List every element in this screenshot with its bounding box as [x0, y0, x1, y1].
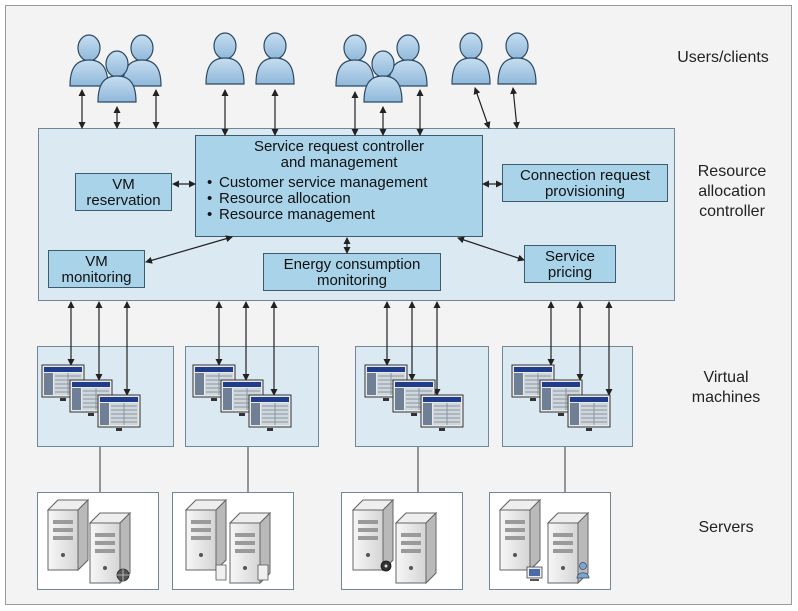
person-icon — [576, 562, 590, 579]
user-icon — [497, 32, 537, 85]
connection-request-box: Connection request provisioning — [502, 164, 668, 202]
user-icon — [205, 32, 245, 85]
bullet-customer-service-management: Customer service management — [207, 175, 482, 192]
globe-icon — [116, 568, 130, 582]
bullet-resource-management: Resource management — [207, 207, 482, 224]
resource-allocation-controller-label: Resource allocation controller — [684, 162, 780, 222]
service-request-bullets: Customer service management Resource all… — [207, 175, 482, 224]
server-tower-icon — [499, 499, 541, 571]
vm-monitor-icon — [420, 394, 464, 432]
energy-consumption-box: Energy consumption monitoring — [263, 253, 441, 291]
vm-monitoring-line-2: monitoring — [61, 269, 132, 286]
servers-label: Servers — [698, 519, 754, 536]
connection-request-line-2: provisioning — [544, 183, 626, 200]
user-arrows — [78, 87, 520, 136]
users-clients-label: Users/clients — [677, 49, 769, 66]
controller-label-line-3: controller — [699, 203, 765, 220]
user-icon — [335, 34, 375, 87]
server-tower-icon — [352, 499, 394, 571]
document-icon — [215, 564, 227, 581]
vm-reservation-line-1: VM — [112, 176, 135, 193]
vm-server-connectors — [99, 447, 566, 492]
vms-label-line-2: machines — [691, 389, 761, 406]
vm-monitoring-box: VM monitoring — [48, 250, 145, 288]
server-tower-icon — [395, 512, 437, 584]
user-icon — [122, 34, 162, 87]
server-tower-icon — [47, 499, 89, 571]
vms-label-line-1: Virtual — [703, 369, 749, 386]
user-icon — [388, 34, 428, 87]
vm-monitor-icon — [248, 394, 292, 432]
service-pricing-line-2: pricing — [547, 264, 593, 281]
service-pricing-box: Service pricing — [524, 245, 616, 283]
document-icon — [257, 564, 269, 581]
vm-reservation-box: VM reservation — [75, 173, 172, 211]
server-tower-icon — [185, 499, 227, 571]
service-pricing-line-1: Service — [544, 248, 596, 265]
controller-arrows — [145, 180, 525, 264]
energy-consumption-line-2: monitoring — [316, 272, 388, 289]
user-icon — [69, 34, 109, 87]
vm-reservation-line-2: reservation — [86, 192, 161, 209]
vm-arrows — [67, 301, 613, 396]
vm-monitoring-line-1: VM — [85, 253, 108, 270]
controller-label-line-2: allocation — [698, 183, 766, 200]
user-icon — [255, 32, 295, 85]
virtual-machines-label: Virtual machines — [680, 368, 772, 408]
user-icon — [451, 32, 491, 85]
service-request-title-line-2: and management — [280, 154, 398, 171]
vm-monitor-icon — [97, 394, 141, 432]
connection-request-line-1: Connection request — [519, 167, 651, 184]
service-request-title-line-1: Service request controller — [253, 138, 425, 155]
energy-consumption-line-1: Energy consumption — [283, 256, 421, 273]
disc-icon — [380, 560, 392, 572]
bullet-resource-allocation: Resource allocation — [207, 191, 482, 208]
vm-monitor-icon — [567, 394, 611, 432]
computer-icon — [526, 566, 543, 581]
service-request-controller-box: Service request controller and managemen… — [195, 135, 483, 237]
controller-label-line-1: Resource — [697, 163, 767, 180]
